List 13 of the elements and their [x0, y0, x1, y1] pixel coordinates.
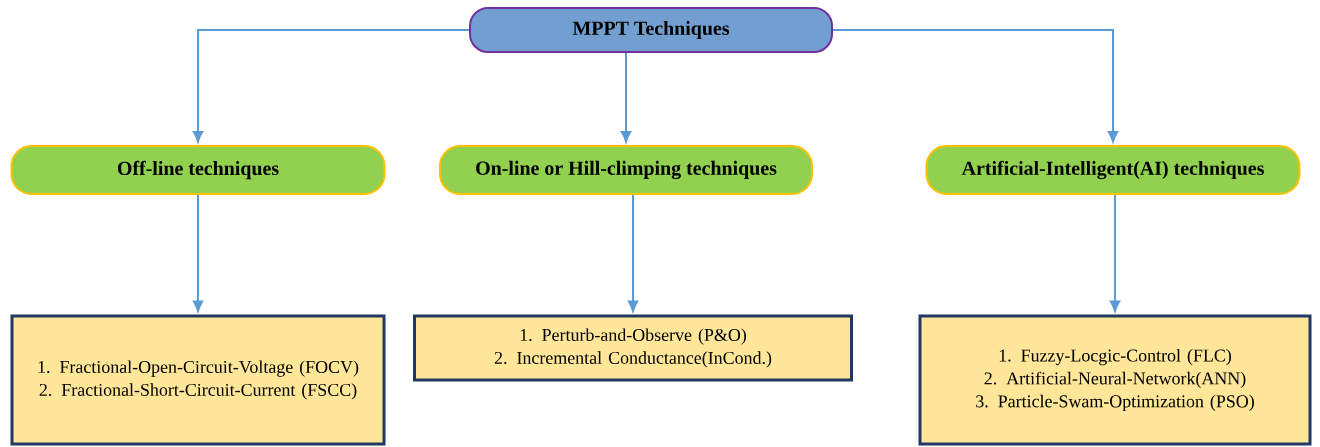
arrow: [832, 29, 1119, 143]
arrow: [620, 52, 632, 143]
method-list-box: 1. Perturb-and-Observe (P&O) 2. Incremental Conductance(InCond.): [413, 314, 853, 382]
category-box: On-line or Hill-climping techniques: [439, 145, 813, 195]
arrow: [627, 194, 639, 312]
arrow: [192, 194, 204, 312]
category-box: Artificial-Intelligent(AI) techniques: [925, 145, 1301, 195]
category-box: Off-line techniques: [10, 145, 386, 195]
method-list-box: 1. Fuzzy-Locgic-Control (FLC) 2. Artificial-Neural-Network(ANN) 3. Particle-Swam-Optimization (PSO): [918, 314, 1312, 446]
arrow: [1109, 194, 1121, 312]
root-box: MPPT Techniques: [469, 7, 833, 53]
arrow: [192, 29, 470, 143]
method-list-box: 1. Fractional-Open-Circuit-Voltage (FOCV) 2. Fractional-Short-Circuit-Current (FSCC): [10, 314, 386, 446]
